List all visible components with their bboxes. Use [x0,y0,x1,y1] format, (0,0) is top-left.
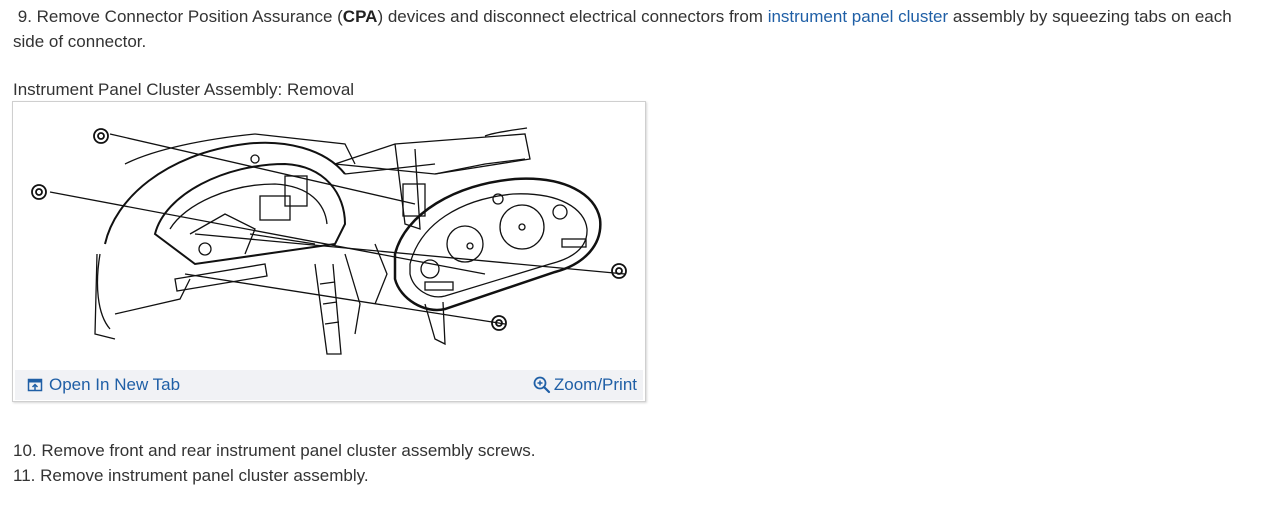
zoom-in-icon [533,376,550,394]
open-in-new-tab-label: Open In New Tab [49,375,181,394]
zoom-print-link[interactable]: Zoom/Print [533,374,637,396]
zoom-print-label: Zoom/Print [553,375,637,394]
step-9-number: 9. [17,7,32,26]
instrument-panel-line-drawing [31,127,627,355]
figure-container: Open In New Tab Zoom/Print [12,101,646,402]
instrument-panel-diagram[interactable] [15,104,643,370]
step-9-text-a: Remove Connector Position Assurance ( [31,7,343,26]
cpa-bold: CPA [342,7,378,26]
step-9-paragraph: 9. Remove Connector Position Assurance (… [13,5,1253,54]
step-10-text: 10. Remove front and rear instrument pan… [13,441,536,460]
figure-toolbar: Open In New Tab Zoom/Print [15,370,643,400]
step-11-text: 11. Remove instrument panel cluster asse… [13,466,369,485]
open-in-new-tab-link[interactable]: Open In New Tab [27,374,180,396]
step-9-text-c: assembly by squeezing tabs on each side … [13,7,1232,51]
step-9-text-b: ) devices and disconnect electrical conn… [377,7,768,26]
figure-caption: Instrument Panel Cluster Assembly: Remov… [13,80,355,99]
instrument-panel-cluster-link[interactable]: instrument panel cluster [767,7,949,26]
open-new-tab-icon [27,378,43,392]
